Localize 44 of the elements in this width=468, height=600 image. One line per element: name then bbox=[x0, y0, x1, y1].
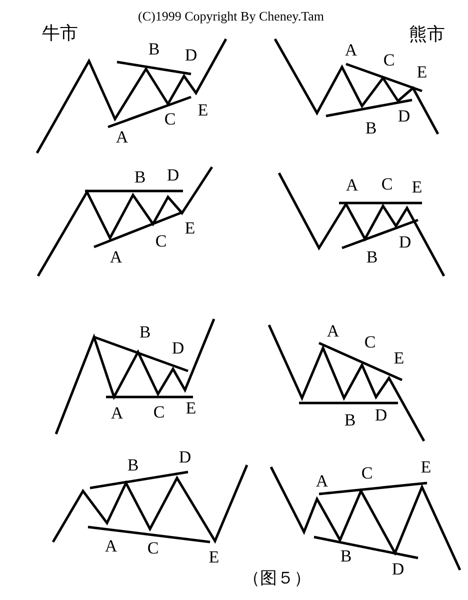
wave-point-label: B bbox=[139, 324, 151, 340]
wave-point-label: E bbox=[198, 102, 208, 118]
wave-point-label: C bbox=[147, 540, 159, 556]
wave-point-label: B bbox=[340, 548, 352, 564]
wave-point-label: D bbox=[392, 560, 404, 578]
wave-point-label: D bbox=[398, 108, 410, 124]
wave-point-label: C bbox=[155, 232, 167, 250]
wave-point-label: A bbox=[316, 472, 328, 490]
wave-point-label: A bbox=[104, 538, 118, 554]
wave-point-label: C bbox=[361, 464, 373, 482]
copyright-notice: (C)1999 Copyright By Cheney.Tam bbox=[138, 10, 324, 22]
wave-point-label: D bbox=[184, 46, 198, 64]
panel-heading: 牛市 bbox=[42, 24, 78, 42]
wave-point-label: B bbox=[148, 40, 160, 58]
wave-point-label: D bbox=[172, 340, 184, 356]
wave-point-label: C bbox=[381, 176, 393, 192]
wave-point-label: B bbox=[127, 456, 139, 474]
wave-point-label: D bbox=[166, 166, 180, 184]
wave-point-label: E bbox=[420, 458, 432, 476]
wave-point-label: A bbox=[346, 176, 358, 194]
wave-point-label: E bbox=[208, 548, 220, 566]
panel-heading: 熊市 bbox=[409, 25, 445, 43]
wave-point-label: B bbox=[344, 412, 356, 428]
wave-point-label: E bbox=[184, 220, 196, 236]
wave-point-label: C bbox=[383, 52, 395, 68]
wave-point-label: A bbox=[110, 248, 122, 266]
wave-point-label: A bbox=[344, 42, 358, 58]
wave-point-label: D bbox=[398, 234, 412, 250]
wave-point-label: C bbox=[153, 404, 165, 420]
wave-point-label: C bbox=[164, 110, 176, 128]
wave-point-label: E bbox=[412, 178, 422, 196]
wave-point-label: E bbox=[416, 64, 428, 80]
wave-point-label: D bbox=[374, 406, 388, 424]
wave-point-label: E bbox=[186, 400, 196, 416]
wave-point-label: A bbox=[116, 128, 128, 146]
wave-point-label: B bbox=[365, 120, 377, 136]
wave-point-label: D bbox=[178, 448, 192, 466]
wave-point-label: B bbox=[366, 248, 378, 266]
wave-point-label: B bbox=[134, 168, 146, 186]
figure-caption: （图５） bbox=[243, 570, 311, 586]
wave-point-label: A bbox=[110, 404, 124, 422]
wave-point-label: C bbox=[364, 334, 376, 350]
wave-point-label: A bbox=[326, 322, 340, 340]
wave-point-label: E bbox=[394, 350, 404, 366]
